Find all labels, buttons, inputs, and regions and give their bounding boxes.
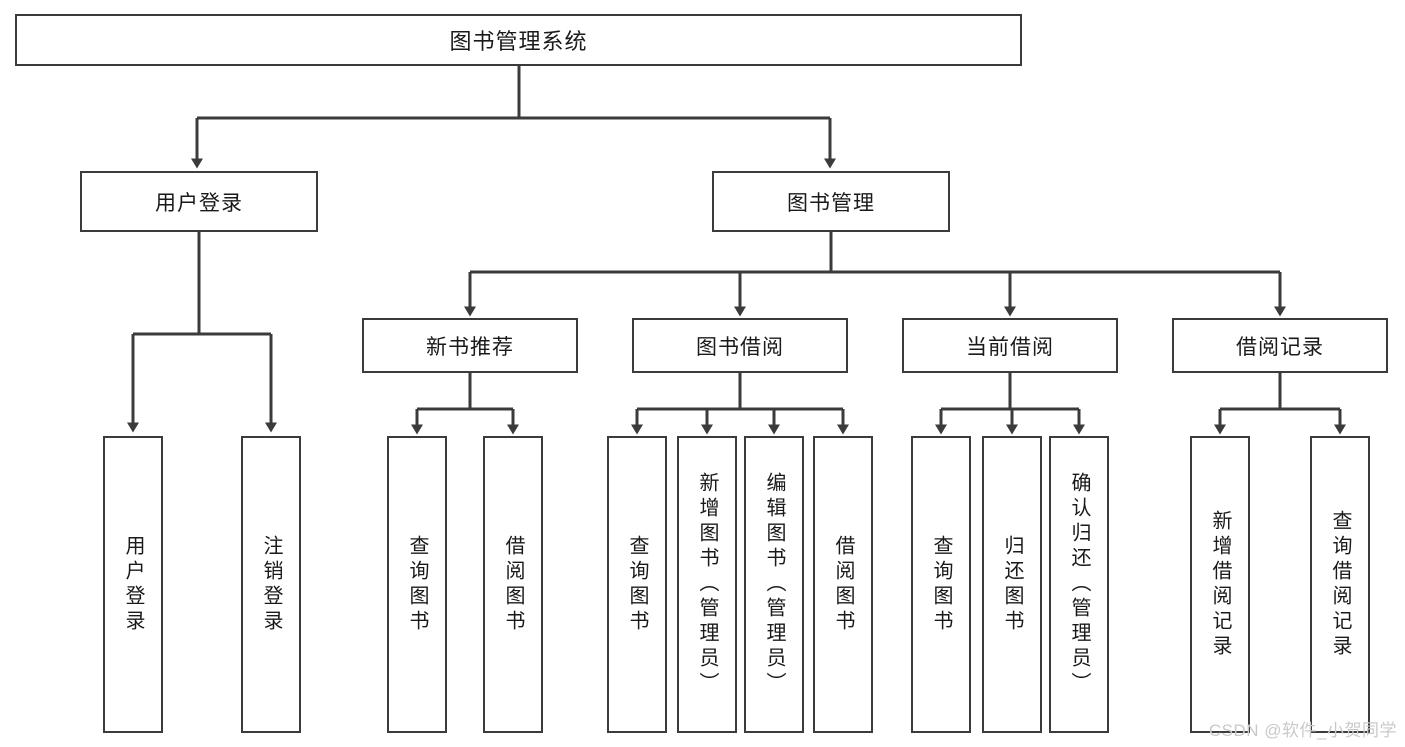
node-leaf-query-book-3-label: 查询图书 (930, 534, 952, 635)
node-book-borrow[interactable]: 图书借阅 (632, 318, 848, 373)
node-leaf-logout-login-label: 注销登录 (260, 534, 282, 635)
node-leaf-edit-book-admin-label: 编辑图书（管理员） (763, 472, 785, 697)
node-user-login[interactable]: 用户登录 (80, 171, 318, 232)
node-leaf-query-borrow-record-label: 查询借阅记录 (1329, 509, 1351, 660)
node-leaf-borrow-book-1[interactable]: 借阅图书 (483, 436, 543, 733)
node-leaf-confirm-return-admin[interactable]: 确认归还（管理员） (1049, 436, 1109, 733)
node-leaf-add-book-admin-label: 新增图书（管理员） (696, 472, 718, 697)
node-leaf-query-book-2-label: 查询图书 (626, 534, 648, 635)
node-leaf-query-book-1[interactable]: 查询图书 (387, 436, 447, 733)
node-root-label: 图书管理系统 (449, 29, 588, 54)
node-leaf-add-borrow-record-label: 新增借阅记录 (1209, 509, 1231, 660)
node-root[interactable]: 图书管理系统 (15, 14, 1022, 66)
watermark: CSDN @软件_小贺同学 (1208, 721, 1397, 740)
node-leaf-user-login[interactable]: 用户登录 (103, 436, 163, 733)
node-new-book-recommend-label: 新书推荐 (426, 335, 514, 359)
node-leaf-add-borrow-record[interactable]: 新增借阅记录 (1190, 436, 1250, 733)
node-current-borrow-label: 当前借阅 (966, 335, 1054, 359)
node-book-manage-label: 图书管理 (787, 191, 875, 215)
node-leaf-return-book-label: 归还图书 (1001, 534, 1023, 635)
node-leaf-query-book-1-label: 查询图书 (406, 534, 428, 635)
node-leaf-query-book-3[interactable]: 查询图书 (911, 436, 971, 733)
node-borrow-record-label: 借阅记录 (1236, 335, 1324, 359)
node-leaf-query-borrow-record[interactable]: 查询借阅记录 (1310, 436, 1370, 733)
node-leaf-borrow-book-1-label: 借阅图书 (502, 534, 524, 635)
node-book-manage[interactable]: 图书管理 (712, 171, 950, 232)
node-new-book-recommend[interactable]: 新书推荐 (362, 318, 578, 373)
node-leaf-borrow-book-2-label: 借阅图书 (832, 534, 854, 635)
node-leaf-return-book[interactable]: 归还图书 (982, 436, 1042, 733)
node-leaf-user-login-label: 用户登录 (122, 534, 144, 635)
node-book-borrow-label: 图书借阅 (696, 335, 784, 359)
node-leaf-logout-login[interactable]: 注销登录 (241, 436, 301, 733)
node-leaf-confirm-return-admin-label: 确认归还（管理员） (1068, 472, 1090, 697)
node-leaf-query-book-2[interactable]: 查询图书 (607, 436, 667, 733)
node-current-borrow[interactable]: 当前借阅 (902, 318, 1118, 373)
node-leaf-borrow-book-2[interactable]: 借阅图书 (813, 436, 873, 733)
node-leaf-edit-book-admin[interactable]: 编辑图书（管理员） (744, 436, 804, 733)
node-user-login-label: 用户登录 (155, 191, 243, 215)
node-borrow-record[interactable]: 借阅记录 (1172, 318, 1388, 373)
node-leaf-add-book-admin[interactable]: 新增图书（管理员） (677, 436, 737, 733)
